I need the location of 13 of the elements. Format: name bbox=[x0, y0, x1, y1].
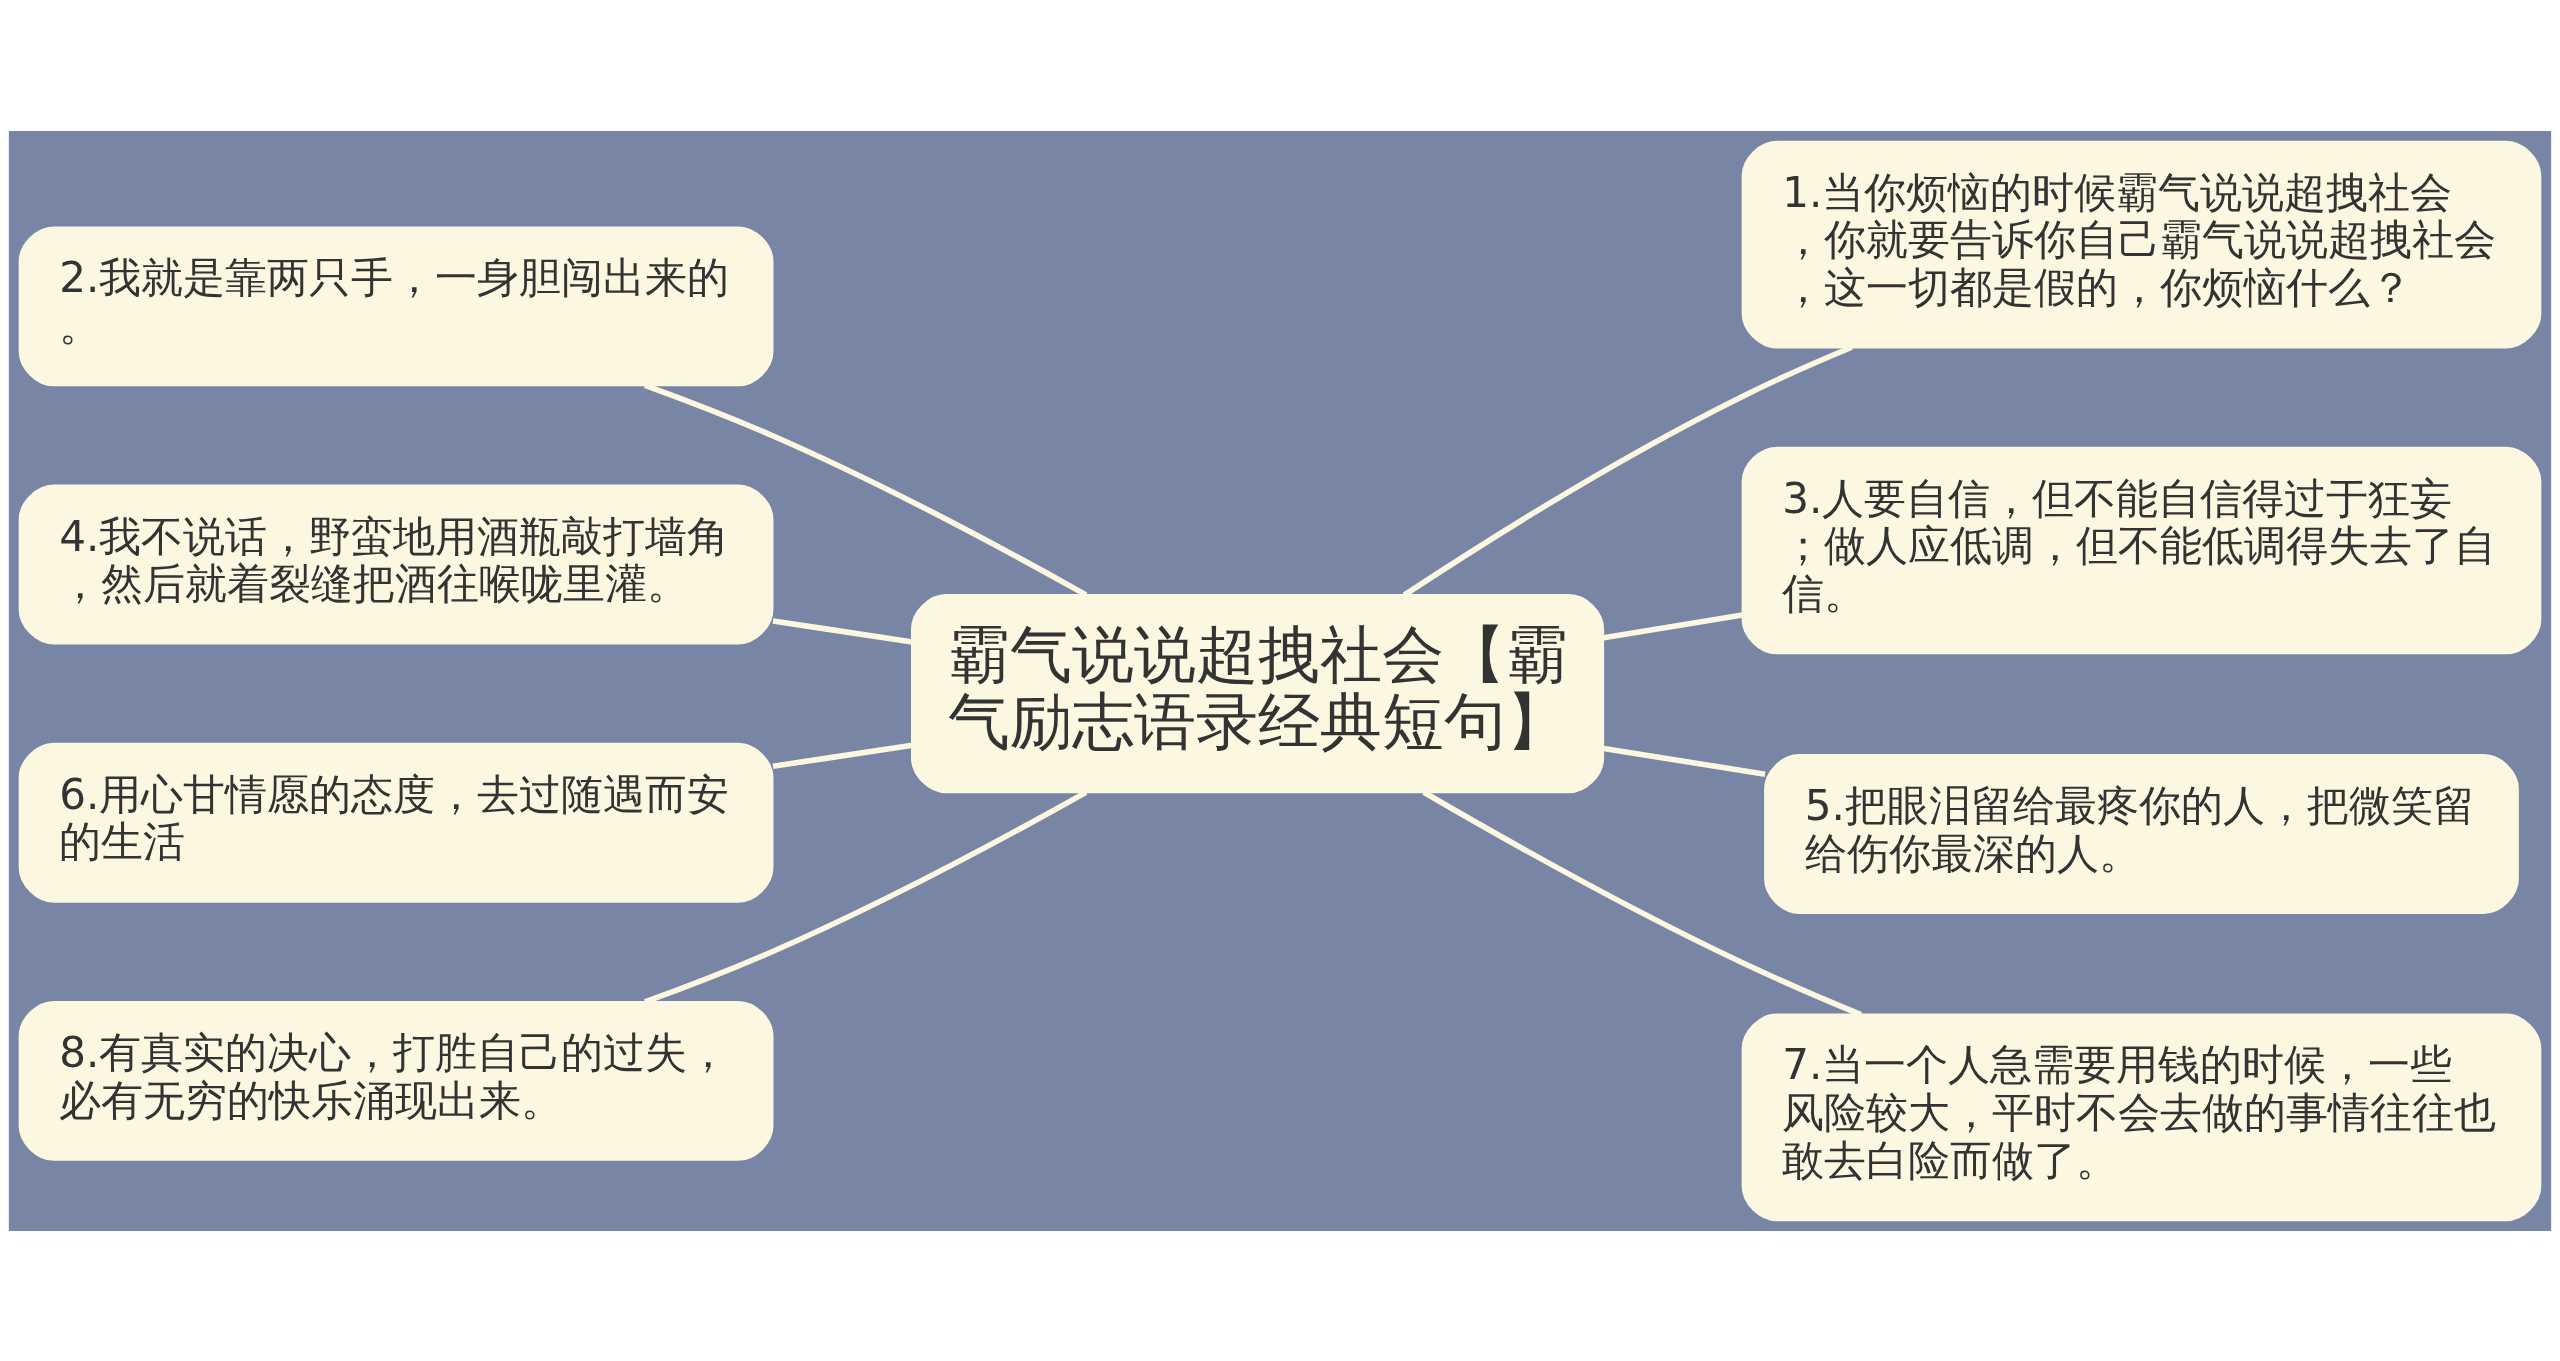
node-box: 8.有真实的决心，打胜自己的过失，必有无穷的快乐涌现出来。 bbox=[18, 1000, 774, 1161]
node-box: 4.我不说话，野蛮地用酒瓶敲打墙角，然后就着裂缝把酒往喉咙里灌。 bbox=[18, 484, 774, 645]
node-box: 5.把眼泪留给最疼你的人，把微笑留给伤你最深的人。 bbox=[1764, 753, 2519, 914]
node-box: 霸气说说超拽社会【霸气励志语录经典短句】 bbox=[911, 593, 1605, 793]
node-box: 7.当一个人急需要用钱的时候，一些风险较大，平时不会去做的事情往往也敢去白险而做了。 bbox=[1741, 1013, 2542, 1221]
connector bbox=[772, 742, 913, 769]
node-box: 2.我就是靠两只手，一身胆闯出来的。 bbox=[18, 225, 774, 386]
connector bbox=[772, 617, 913, 645]
node-box: 1.当你烦恼的时候霸气说说超拽社会，你就要告诉你自己霸气说说超拽社会，这一切都是假的，你烦恼什么？ bbox=[1741, 140, 2542, 348]
connector bbox=[1603, 611, 1743, 640]
connector bbox=[1603, 745, 1766, 777]
node-box: 3.人要自信，但不能自信得过于狂妄；做人应低调，但不能低调得失去了自信。 bbox=[1741, 446, 2542, 654]
node-box: 6.用心甘情愿的态度，去过随遇而安的生活 bbox=[18, 742, 774, 903]
